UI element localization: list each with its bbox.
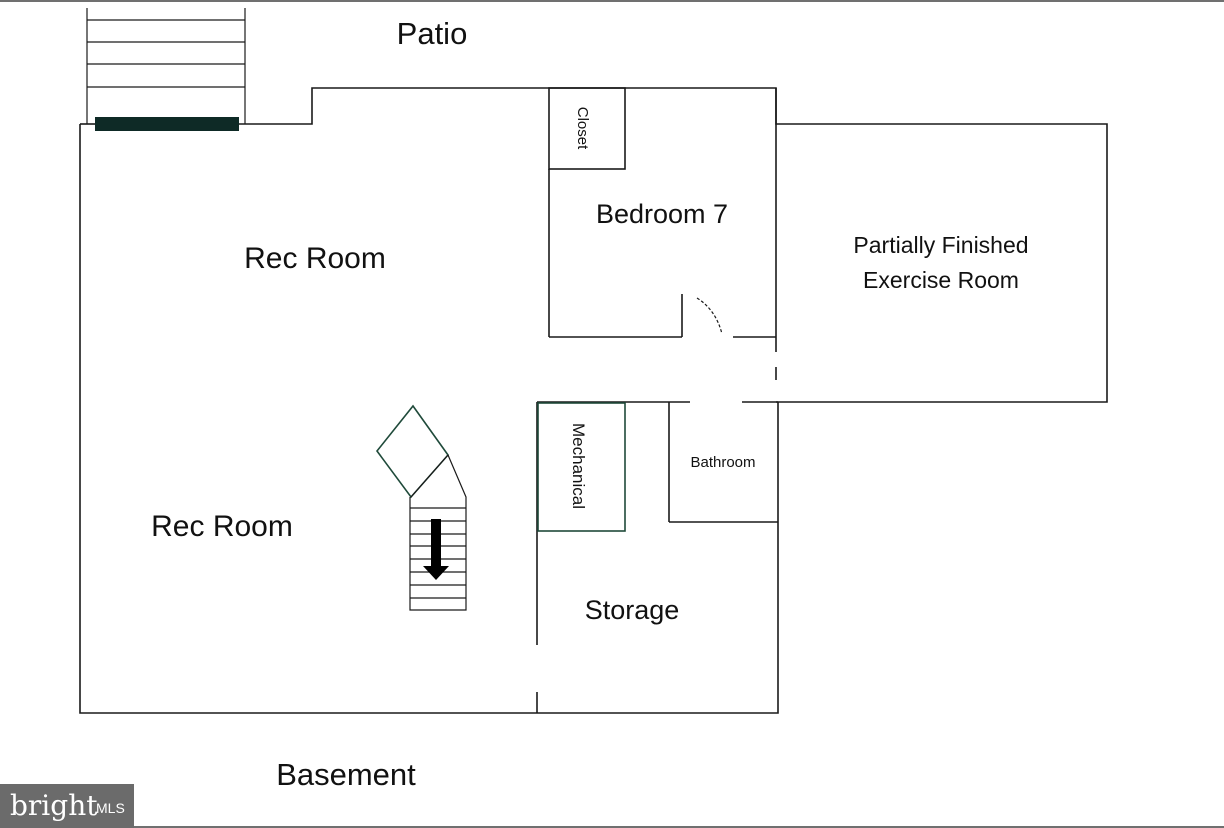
rec-room-lower-label: Rec Room [151, 510, 293, 543]
closet-walls [548, 87, 626, 170]
exterior-steps [86, 8, 246, 124]
bathroom-label: Bathroom [690, 454, 755, 471]
bedroom-label: Bedroom 7 [596, 199, 728, 229]
patio-door-bar [95, 117, 239, 131]
interior-stairs [375, 404, 467, 611]
mechanical-room-walls [537, 402, 626, 532]
rec-room-upper-label: Rec Room [244, 242, 386, 275]
exercise-room-label-line2: Exercise Room [863, 267, 1019, 293]
level-label: Basement [276, 757, 416, 792]
watermark-suffix: MLS [96, 800, 125, 816]
stairs-down-arrow-icon [423, 519, 449, 580]
watermark-brand: bright [10, 789, 98, 822]
patio-label: Patio [397, 16, 468, 51]
closet-label: Closet [574, 107, 591, 150]
bright-mls-watermark: bright MLS [0, 784, 134, 828]
interior-walls [536, 401, 778, 713]
exercise-room-label-line1: Partially Finished [853, 232, 1028, 258]
bedroom-door-swing [696, 297, 723, 335]
mechanical-label: Mechanical [569, 423, 588, 509]
bedroom-walls [548, 88, 777, 380]
storage-label: Storage [585, 595, 680, 625]
